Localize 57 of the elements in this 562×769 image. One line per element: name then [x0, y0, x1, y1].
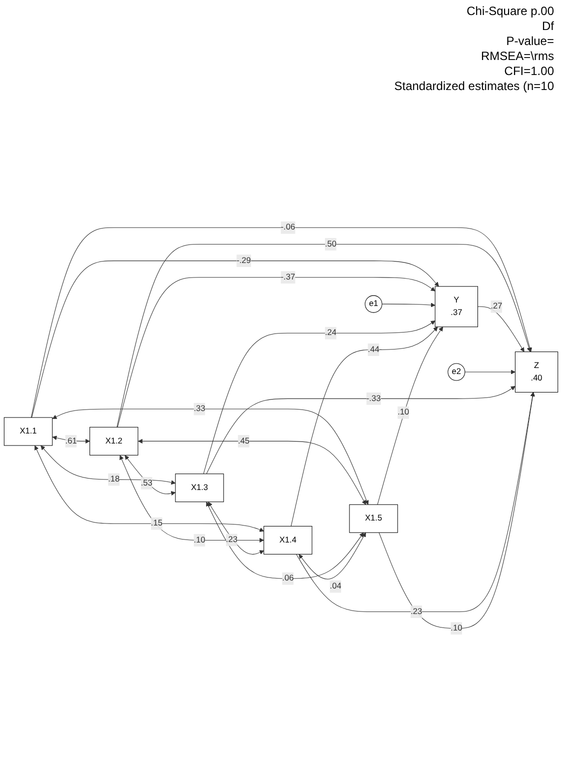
edge-label: .04 [330, 582, 342, 591]
arrow [124, 455, 176, 496]
edge-label: .10 [194, 536, 206, 544]
arrow [296, 392, 535, 612]
edge-label: .33 [194, 404, 206, 414]
arrow [116, 244, 532, 428]
node-box: X1.5 [349, 504, 398, 533]
node-box: X1.2 [90, 426, 138, 456]
edge-label: .53 [140, 478, 152, 488]
arrow [377, 326, 444, 505]
edge-label: .10 [450, 624, 462, 633]
arrow [382, 302, 436, 308]
fit-statistic-text: P-value= [505, 34, 554, 49]
node-box: Y .37 [434, 286, 478, 328]
fit-statistic-text: Chi-Square p.00 [466, 4, 554, 19]
fit-statistic-text: Df [541, 19, 554, 34]
edge-label: .06 [282, 574, 294, 583]
node-box: Z .40 [514, 352, 558, 392]
arrow [290, 326, 438, 526]
edge-label: -.33 [366, 394, 381, 403]
node-box: X1.3 [175, 474, 224, 502]
node-box: X1.4 [264, 526, 312, 554]
edge-label: .24 [324, 328, 336, 338]
arrow [138, 438, 366, 505]
edge-label: .61 [65, 436, 77, 446]
edge-label: .45 [238, 436, 250, 446]
edge-label: .23 [410, 607, 422, 616]
edge-label: .27 [490, 302, 502, 311]
node-circle: e2 [448, 363, 466, 381]
arrow [34, 445, 264, 532]
edge-label: .10 [398, 408, 410, 417]
edge-label: .15 [150, 518, 162, 528]
arrow [464, 370, 516, 374]
arrow [120, 455, 264, 542]
edge-label: -.06 [280, 222, 296, 232]
node-box: X1.1 [4, 417, 53, 446]
fit-statistic-text: Standardized estimates (n=10 [393, 79, 554, 94]
arrow [32, 260, 439, 418]
arrow [203, 320, 436, 474]
arrow [40, 445, 176, 485]
arrow [298, 532, 366, 580]
fit-statistic-text: RMSEA=\rms [480, 49, 554, 64]
arrow [206, 386, 516, 474]
edge-label: .18 [108, 474, 120, 484]
arrow [117, 277, 436, 428]
node-circle: e1 [364, 295, 382, 313]
edge-label: .50 [324, 240, 336, 248]
arrow [206, 502, 364, 579]
edge-label: .23 [226, 535, 238, 544]
arrow [378, 392, 535, 629]
fit-statistic-text: CFI=1.00 [503, 64, 554, 79]
edge-label: -.29 [236, 256, 251, 265]
arrow [30, 227, 532, 418]
arrow [208, 502, 264, 555]
edge-label: .44 [368, 345, 380, 354]
arrow [477, 306, 524, 352]
edge-label: -.37 [280, 272, 296, 282]
